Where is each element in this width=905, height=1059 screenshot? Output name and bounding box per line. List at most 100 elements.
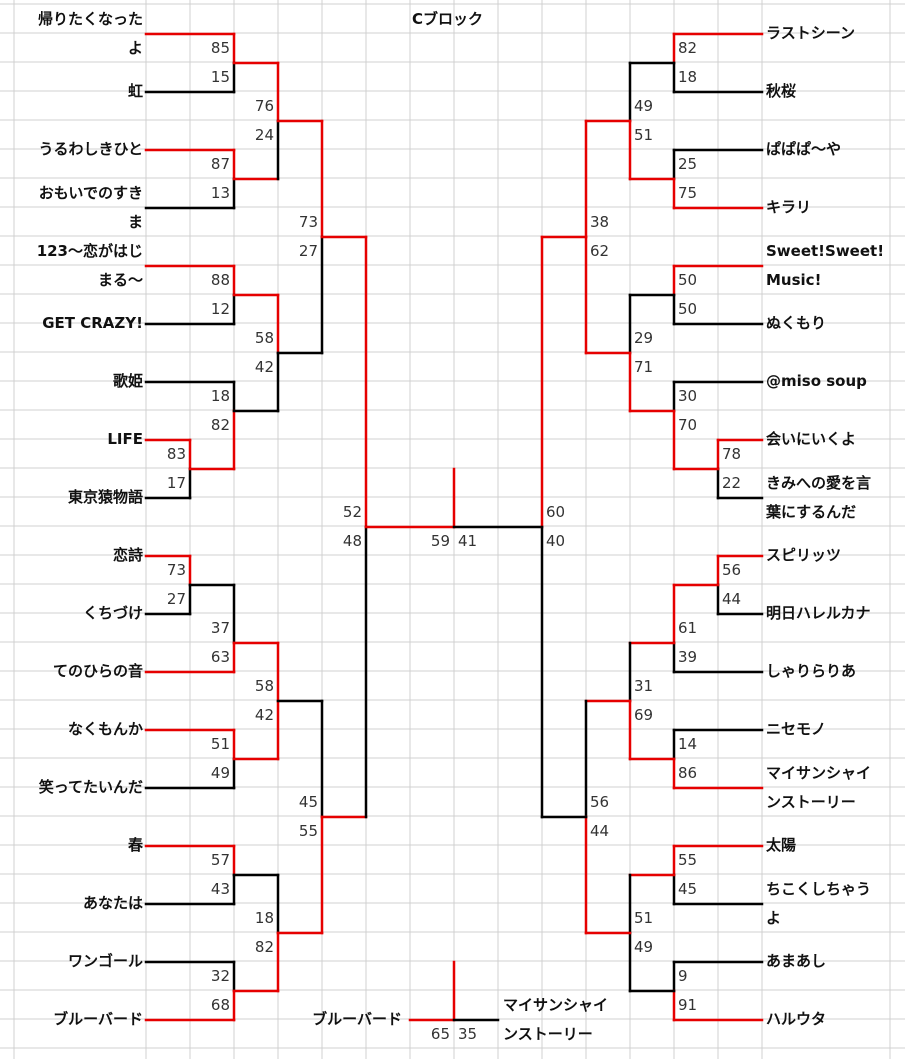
team-name: ぱぱぱ～や: [766, 140, 842, 158]
score: 13: [210, 184, 230, 202]
score: 91: [678, 996, 698, 1014]
score: 25: [678, 155, 698, 173]
team-name: ラストシーン: [766, 24, 855, 42]
team-name: ハルウタ: [766, 1010, 827, 1028]
score: 43: [210, 880, 230, 898]
team-name: 会いにいくよ: [766, 430, 857, 448]
score: 62: [590, 242, 610, 260]
team-name: あまあし: [766, 952, 827, 970]
team-name: よ: [127, 39, 143, 57]
score: 71: [634, 358, 654, 376]
score: 57: [210, 851, 230, 869]
score: 49: [634, 97, 654, 115]
team-name: 笑ってたいんだ: [38, 778, 143, 796]
score: 9: [678, 967, 688, 985]
score: 51: [634, 909, 654, 927]
score: 15: [210, 68, 230, 86]
team-name: 123～恋がはじ: [36, 242, 143, 260]
final-right-name: ンストーリー: [503, 1025, 593, 1043]
score: 51: [634, 126, 654, 144]
team-name: スピリッツ: [766, 546, 842, 564]
score: 12: [210, 300, 230, 318]
team-name: LIFE: [107, 430, 143, 448]
team-name: なくもんか: [67, 720, 143, 738]
score: 73: [298, 213, 318, 231]
team-name: きみへの愛を言: [766, 474, 872, 492]
team-name: てのひらの音: [52, 662, 143, 680]
score: 24: [254, 126, 274, 144]
team-name: ぬくもり: [766, 314, 827, 332]
score: 31: [634, 677, 654, 695]
score: 87: [210, 155, 230, 173]
score: 70: [678, 416, 698, 434]
score: 44: [722, 590, 742, 608]
score: 82: [678, 39, 698, 57]
team-name: 春: [127, 836, 143, 854]
score: 37: [210, 619, 230, 637]
score: 32: [210, 967, 230, 985]
team-name: ま: [127, 213, 143, 231]
score: 29: [634, 329, 654, 347]
score: 50: [678, 300, 698, 318]
team-name: Music!: [766, 271, 822, 289]
team-name: おもいでのすき: [38, 184, 143, 202]
score: 82: [210, 416, 230, 434]
score: 41: [458, 532, 478, 550]
team-name: Sweet!Sweet!: [766, 242, 885, 260]
score: 48: [342, 532, 362, 550]
team-name: ニセモノ: [766, 720, 827, 738]
team-name: 歌姫: [112, 372, 143, 390]
team-name: うるわしきひと: [38, 140, 143, 158]
team-name: 虹: [127, 82, 143, 100]
score: 88: [210, 271, 230, 289]
score: 39: [678, 648, 698, 666]
team-name: 恋詩: [112, 546, 143, 564]
score: 18: [678, 68, 698, 86]
score: 49: [634, 938, 654, 956]
team-name: しゃりらりあ: [766, 662, 857, 680]
score: 55: [678, 851, 698, 869]
score: 75: [678, 184, 698, 202]
team-name: 明日ハレルカナ: [766, 604, 871, 622]
score: 30: [678, 387, 698, 405]
score: 49: [210, 764, 230, 782]
team-name: 秋桜: [766, 82, 797, 100]
team-name: 太陽: [766, 836, 797, 854]
score: 85: [210, 39, 230, 57]
score: 22: [722, 474, 742, 492]
score: 55: [298, 822, 318, 840]
final-right-name: マイサンシャイ: [503, 996, 609, 1014]
team-name: 東京猿物語: [67, 488, 143, 506]
team-name: 帰りたくなった: [37, 10, 143, 28]
score: 69: [634, 706, 654, 724]
team-name: ワンゴール: [67, 952, 143, 970]
team-name: あなたは: [82, 894, 143, 912]
team-name: ンストーリー: [766, 793, 856, 811]
score: 82: [254, 938, 274, 956]
team-name: キラリ: [766, 198, 812, 216]
team-name: ちこくしちゃう: [766, 880, 872, 898]
score: 17: [166, 474, 186, 492]
score: 60: [546, 503, 566, 521]
score: 63: [210, 648, 230, 666]
score: 52: [342, 503, 362, 521]
score: 73: [166, 561, 186, 579]
score: 83: [166, 445, 186, 463]
score: 27: [298, 242, 318, 260]
score: 38: [590, 213, 610, 231]
score: 59: [430, 532, 450, 550]
score: 42: [254, 358, 274, 376]
score: 45: [678, 880, 698, 898]
score: 35: [458, 1025, 478, 1043]
team-name: ブルーバード: [53, 1010, 143, 1028]
block-title: Cブロック: [412, 10, 484, 28]
score: 45: [298, 793, 318, 811]
score: 14: [678, 735, 698, 753]
score: 58: [254, 677, 274, 695]
score: 50: [678, 271, 698, 289]
score: 76: [254, 97, 274, 115]
score: 61: [678, 619, 698, 637]
score: 18: [254, 909, 274, 927]
team-name: まる～: [97, 271, 143, 289]
